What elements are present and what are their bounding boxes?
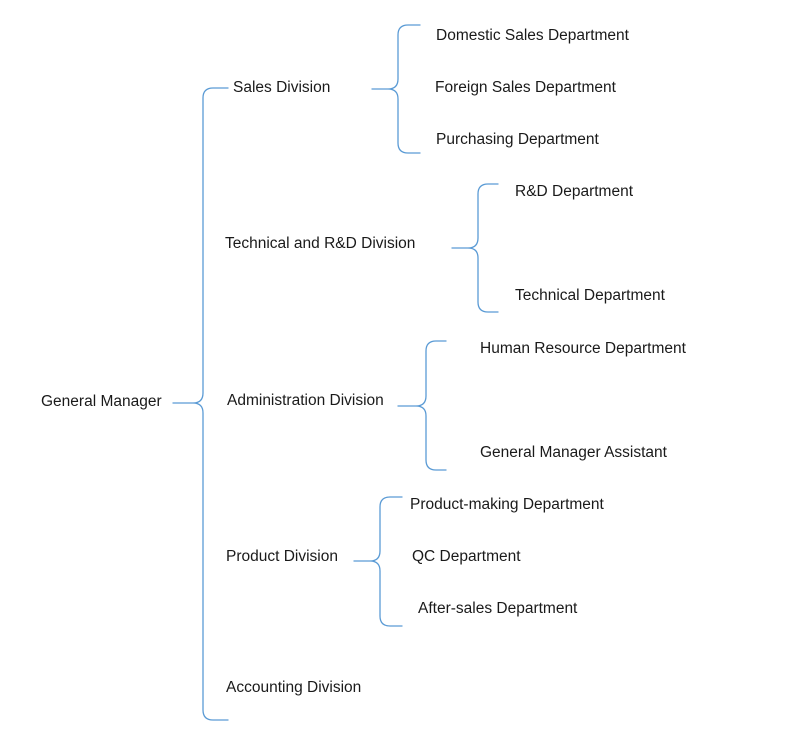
department-label-human-resource: Human Resource Department (480, 340, 687, 357)
division-label-administration: Administration Division (227, 392, 384, 409)
product-division-brace (353, 496, 403, 627)
sales-division-brace (371, 24, 421, 154)
division-label-sales: Sales Division (233, 79, 330, 96)
division-label-product: Product Division (226, 548, 338, 565)
divisions: Sales Division Technical and R&D Divisio… (225, 79, 415, 696)
department-label-purchasing: Purchasing Department (436, 131, 600, 148)
department-label-foreign-sales: Foreign Sales Department (435, 79, 617, 96)
department-label-technical: Technical Department (515, 287, 666, 304)
general-manager-label: General Manager (41, 393, 162, 410)
division-label-accounting: Accounting Division (226, 679, 361, 696)
connectors (172, 24, 499, 721)
department-label-qc: QC Department (412, 548, 521, 565)
department-label-product-making: Product-making Department (410, 496, 605, 513)
technical-division-brace (451, 183, 499, 313)
department-label-gm-assistant: General Manager Assistant (480, 444, 668, 461)
department-label-domestic-sales: Domestic Sales Department (436, 27, 630, 44)
department-label-rnd: R&D Department (515, 183, 634, 200)
departments: Domestic Sales Department Foreign Sales … (410, 27, 687, 617)
department-label-after-sales: After-sales Department (418, 600, 578, 617)
administration-division-brace (397, 340, 447, 471)
division-label-technical: Technical and R&D Division (225, 235, 415, 252)
root-brace (172, 87, 229, 721)
